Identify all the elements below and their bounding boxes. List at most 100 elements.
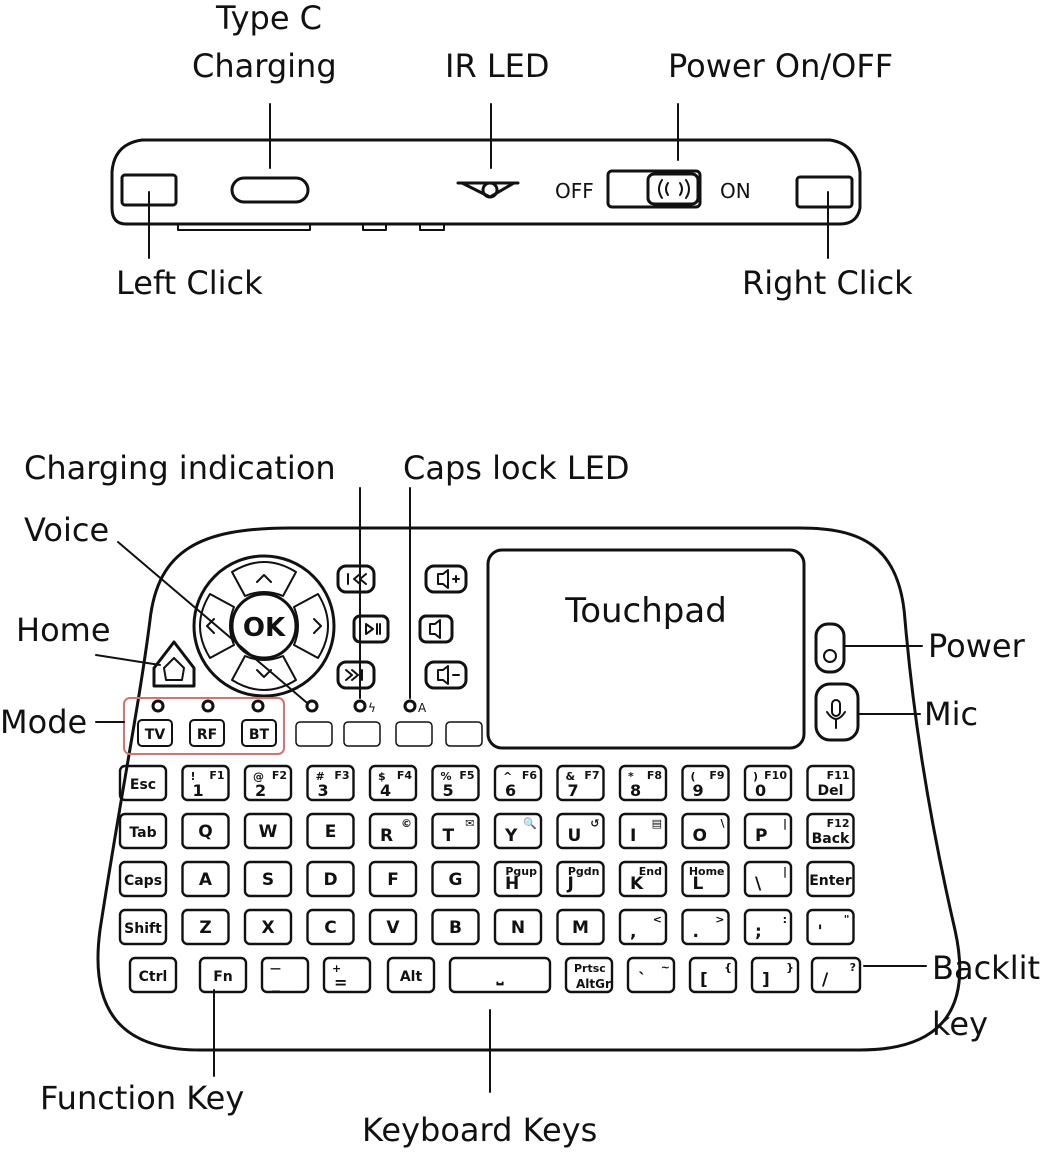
key-4-9[interactable]: ]} (750, 956, 800, 994)
key-2-4[interactable]: F (368, 860, 418, 898)
key-3-0[interactable]: Shift (118, 908, 168, 946)
key-0-6[interactable]: ^6F6 (493, 764, 543, 802)
key-2-5[interactable]: G (431, 860, 480, 898)
dpad-up[interactable] (231, 561, 297, 597)
key-4-2[interactable]: —_ (260, 956, 310, 994)
volume-down-key[interactable] (424, 660, 468, 690)
key-4-5[interactable]: ⎵ (448, 956, 552, 994)
key-3-4[interactable]: V (368, 908, 418, 946)
key-main: H (505, 874, 519, 894)
key-2-1[interactable]: A (181, 860, 230, 898)
key-3-9[interactable]: .> (681, 908, 730, 946)
home-key[interactable] (152, 640, 196, 688)
key-1-5[interactable]: T✉ (431, 812, 480, 850)
dpad-arrows (206, 574, 322, 678)
play-pause-key[interactable] (352, 614, 390, 644)
key-1-10[interactable]: P| (743, 812, 793, 850)
key-3-1[interactable]: Z (181, 908, 230, 946)
key-4-7[interactable]: `~ (626, 956, 676, 994)
key-1-3[interactable]: E (306, 812, 355, 850)
key-0-5[interactable]: %5F5 (431, 764, 480, 802)
key-2-0[interactable]: Caps (118, 860, 168, 898)
power-key[interactable] (814, 622, 846, 674)
key-main: 0 (755, 781, 766, 800)
key-3-2[interactable]: X (243, 908, 293, 946)
key-4-1[interactable]: Fn (198, 956, 248, 994)
key-2-11[interactable]: Enter (806, 860, 855, 898)
key-1-8[interactable]: I▤ (618, 812, 668, 850)
key-3-10[interactable]: ;: (743, 908, 793, 946)
key-0-2[interactable]: @2F2 (243, 764, 293, 802)
key-1-0[interactable]: Tab (118, 812, 168, 850)
blank-key-2[interactable] (445, 721, 483, 747)
key-main: L (693, 874, 704, 894)
label-backlit-line2: key (932, 1005, 989, 1043)
key-0-9[interactable]: (9F9 (681, 764, 730, 802)
touchpad[interactable] (486, 548, 806, 750)
dpad-right[interactable] (293, 593, 329, 659)
key-1-7[interactable]: U↺ (556, 812, 605, 850)
mute-key[interactable] (418, 614, 454, 644)
key-3-3[interactable]: C (306, 908, 355, 946)
key-4-4[interactable]: Alt (386, 956, 436, 994)
caps-led-symbol: A (418, 701, 427, 715)
key-1-1[interactable]: Q (181, 812, 230, 850)
key-4-8[interactable]: [{ (688, 956, 738, 994)
key-4-0[interactable]: Ctrl (128, 956, 178, 994)
power-slide-switch[interactable] (606, 169, 702, 209)
mode-key-tv[interactable]: TV (137, 719, 173, 747)
key-0-7[interactable]: &7F7 (556, 764, 605, 802)
power-slide-knob[interactable] (646, 172, 700, 206)
key-0-1[interactable]: !1F1 (181, 764, 230, 802)
next-track-key[interactable] (336, 660, 376, 690)
key-4-3[interactable]: += (322, 956, 372, 994)
key-3-8[interactable]: ,< (618, 908, 668, 946)
leader-home (95, 654, 161, 666)
voice-key[interactable] (295, 721, 333, 747)
media-mode-key[interactable] (343, 721, 381, 747)
key-symbol: — (270, 962, 281, 975)
key-main: T (443, 826, 455, 846)
key-symbol: % (441, 770, 452, 783)
key-3-5[interactable]: B (431, 908, 480, 946)
key-symbol: ( (691, 770, 696, 783)
mic-key[interactable] (814, 682, 860, 742)
key-function: | (783, 865, 787, 878)
key-4-10[interactable]: /? (810, 956, 862, 994)
key-3-7[interactable]: M (556, 908, 605, 946)
key-0-4[interactable]: $4F4 (368, 764, 418, 802)
volume-up-key[interactable] (424, 564, 468, 594)
blank-key-1[interactable] (395, 721, 433, 747)
key-main: Alt (400, 969, 423, 985)
key-2-2[interactable]: S (243, 860, 293, 898)
keyboard-body (96, 526, 962, 1052)
key-main: . (693, 922, 699, 942)
key-0-8[interactable]: *8F8 (618, 764, 668, 802)
key-0-3[interactable]: #3F3 (306, 764, 355, 802)
key-1-9[interactable]: O\ (681, 812, 730, 850)
key-3-6[interactable]: N (493, 908, 543, 946)
right-click-button[interactable] (795, 175, 854, 209)
key-0-0[interactable]: Esc (118, 764, 168, 802)
key-3-11[interactable]: '" (806, 908, 855, 946)
key-2-10[interactable]: \| (743, 860, 793, 898)
key-function: F1 (209, 769, 224, 782)
key-1-6[interactable]: Y🔍 (493, 812, 543, 850)
mode-key-bt[interactable]: BT (241, 719, 277, 747)
key-function: : (783, 913, 787, 926)
key-2-3[interactable]: D (306, 860, 355, 898)
prev-track-key[interactable] (336, 564, 376, 594)
key-function: { (724, 961, 732, 974)
key-symbol: ! (191, 770, 196, 783)
mode-key-rf[interactable]: RF (189, 719, 225, 747)
key-1-4[interactable]: R© (368, 812, 418, 850)
key-1-2[interactable]: W (243, 812, 293, 850)
